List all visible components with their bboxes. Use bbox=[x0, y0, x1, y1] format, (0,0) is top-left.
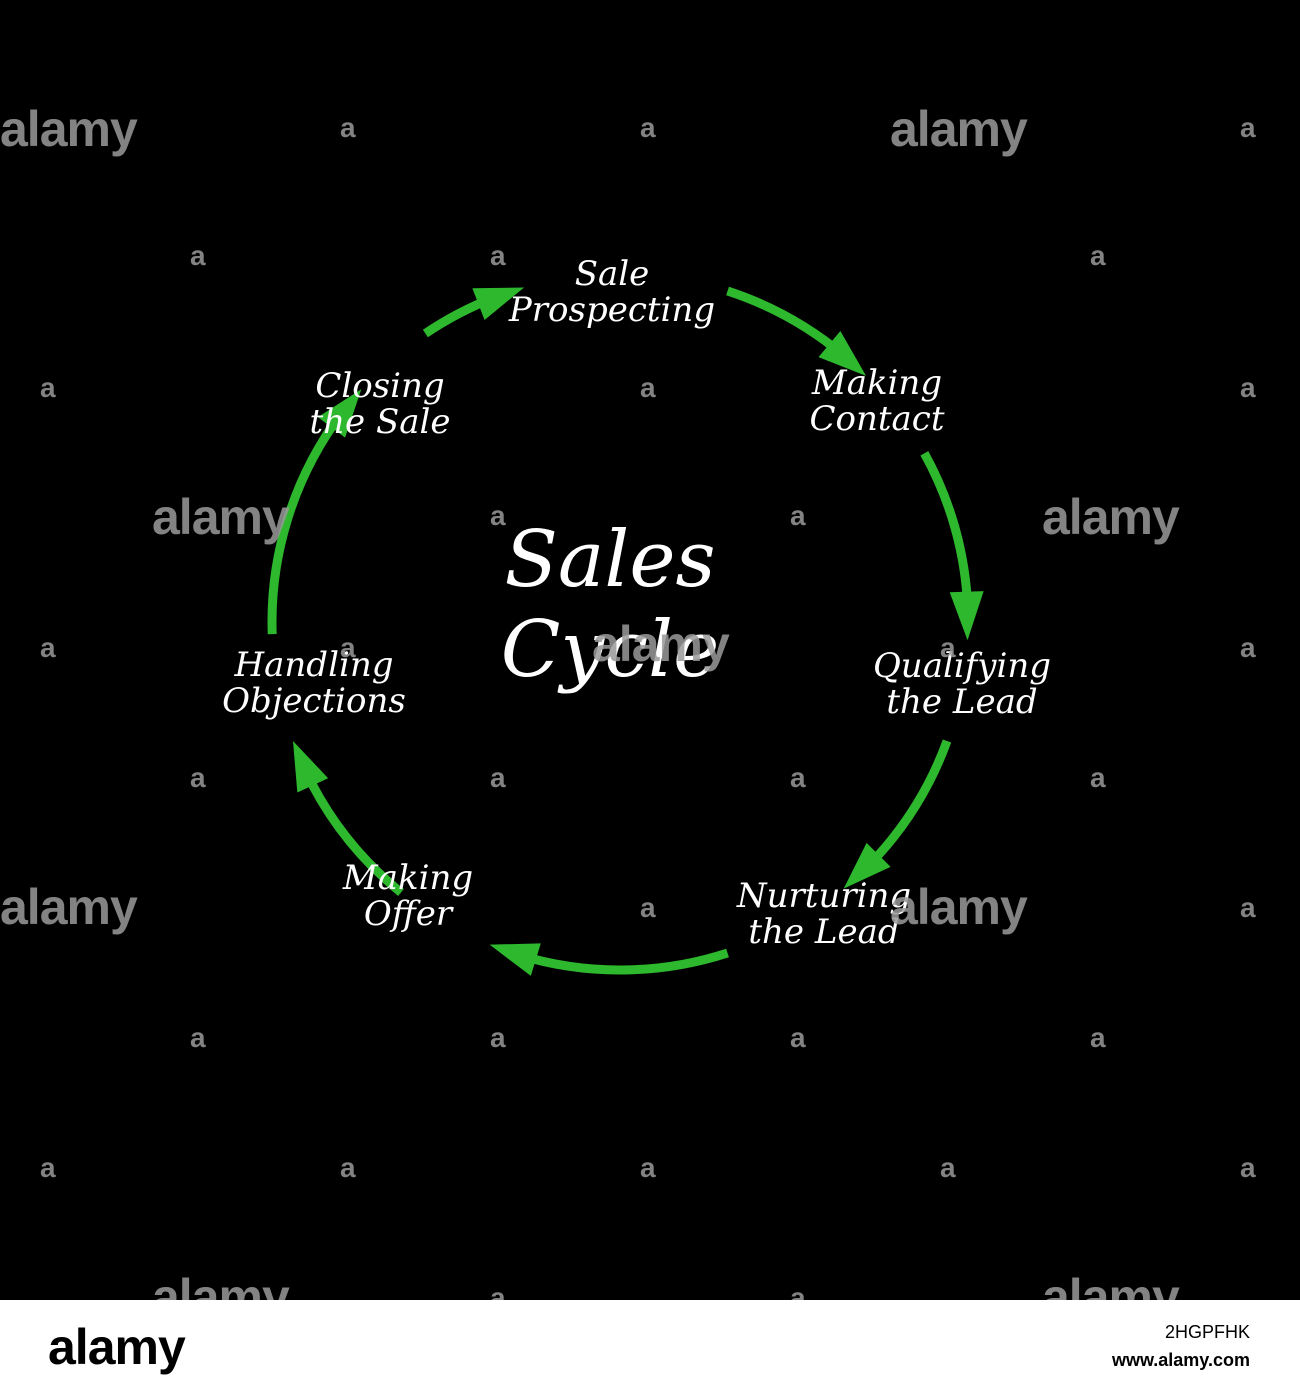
stage-label-line: Objections bbox=[222, 681, 406, 721]
watermark-a-mark: a bbox=[640, 1152, 656, 1183]
arrow-closing-to-prospecting bbox=[422, 287, 525, 338]
watermark-a-mark: a bbox=[1240, 1152, 1256, 1183]
watermark-logo: alamy bbox=[1042, 489, 1180, 545]
watermark-a-mark: a bbox=[640, 892, 656, 923]
stage-label-line: Offer bbox=[363, 894, 453, 934]
watermark-a-mark: a bbox=[1240, 892, 1256, 923]
cycle-arrows bbox=[267, 286, 984, 976]
stage-label-line: Prospecting bbox=[508, 290, 716, 330]
image-id: 2HGPFHK bbox=[1164, 1322, 1250, 1342]
watermark-logo: alamy bbox=[592, 616, 730, 672]
watermark-a-mark: a bbox=[1090, 762, 1106, 793]
watermark-a-mark: a bbox=[790, 500, 806, 531]
stage-nurturing-the-lead: Nurturing the Lead bbox=[737, 878, 911, 950]
arrow-objections-to-closing bbox=[267, 389, 362, 635]
watermark-a-mark: a bbox=[640, 372, 656, 403]
arrow-nurturing-to-offer bbox=[489, 943, 729, 976]
sales-cycle-diagram: Sales Cycle Sale Prospecting Making Cont… bbox=[0, 101, 1256, 1325]
watermark-a-mark: a bbox=[790, 1022, 806, 1053]
watermark-a-mark: a bbox=[340, 1152, 356, 1183]
watermark-logo: alamy bbox=[0, 879, 138, 935]
watermark-a-mark: a bbox=[40, 372, 56, 403]
arrow-qualifying-to-nurturing bbox=[843, 739, 952, 889]
arrow-head bbox=[489, 943, 541, 976]
watermark-a-mark: a bbox=[490, 762, 506, 793]
watermark-a-mark: a bbox=[940, 1152, 956, 1183]
stage-label-line: Qualifying bbox=[872, 646, 1052, 686]
watermark-a-mark: a bbox=[340, 632, 356, 663]
watermark-a-mark: a bbox=[190, 240, 206, 271]
watermark-a-mark: a bbox=[640, 112, 656, 143]
watermark-logo: alamy bbox=[890, 101, 1028, 157]
stage-qualifying-the-lead: Qualifying the Lead bbox=[873, 648, 1051, 720]
stage-label-line: the Sale bbox=[309, 402, 451, 442]
watermark-a-mark: a bbox=[190, 762, 206, 793]
arrow-head bbox=[818, 331, 867, 376]
watermark-a-mark: a bbox=[40, 632, 56, 663]
stage-handling-objections: Handling Objections bbox=[222, 647, 406, 719]
arrow-contact-to-qualifying bbox=[920, 451, 984, 641]
watermark-a-mark: a bbox=[40, 1152, 56, 1183]
stage-label-line: the Lead bbox=[886, 682, 1038, 722]
arrow-shaft bbox=[862, 739, 952, 872]
arrow-head bbox=[317, 389, 362, 438]
site-url: www.alamy.com bbox=[1111, 1350, 1250, 1370]
stage-label-line: Sale bbox=[574, 254, 650, 294]
stage-sale-prospecting: Sale Prospecting bbox=[509, 256, 715, 328]
arrow-shaft bbox=[920, 451, 973, 611]
watermark-a-mark: a bbox=[1240, 632, 1256, 663]
stage-label-line: Making bbox=[342, 858, 474, 898]
watermark-a-mark: a bbox=[490, 500, 506, 531]
watermark-a-mark: a bbox=[940, 632, 956, 663]
watermark-a-mark: a bbox=[790, 762, 806, 793]
arrow-shaft bbox=[516, 948, 729, 975]
watermark-logo: alamy bbox=[152, 489, 290, 545]
stage-label-line: Making bbox=[811, 363, 943, 403]
stage-making-offer: Making Offer bbox=[343, 860, 473, 932]
arrow-shaft bbox=[726, 286, 847, 359]
watermark-a-mark: a bbox=[490, 1022, 506, 1053]
watermark-a-mark: a bbox=[190, 1022, 206, 1053]
watermark-a-mark: a bbox=[1240, 112, 1256, 143]
watermark-a-mark: a bbox=[1090, 1022, 1106, 1053]
arrow-head bbox=[292, 741, 329, 793]
stage-making-contact: Making Contact bbox=[809, 365, 944, 437]
stage-label-line: Contact bbox=[809, 399, 945, 439]
watermark-footer-bar: alamy 2HGPFHK www.alamy.com bbox=[0, 1300, 1300, 1390]
arrow-shaft bbox=[267, 409, 346, 635]
arrow-prospecting-to-contact bbox=[726, 286, 867, 376]
arrow-head bbox=[472, 287, 525, 320]
watermark-a-mark: a bbox=[340, 112, 356, 143]
arrow-head bbox=[949, 591, 984, 641]
stage-label-line: the Lead bbox=[748, 912, 900, 952]
stage-label-line: Nurturing bbox=[736, 876, 912, 916]
center-title: Sales Cycle bbox=[501, 515, 720, 695]
watermark-a-mark: a bbox=[1090, 240, 1106, 271]
stage-label-line: Handling bbox=[234, 645, 394, 685]
arrow-head bbox=[843, 842, 891, 889]
stage-label-line: Closing bbox=[315, 366, 445, 406]
stage-closing-the-sale: Closing the Sale bbox=[309, 368, 450, 440]
watermark-logo: alamy bbox=[890, 879, 1028, 935]
alamy-logo: alamy bbox=[48, 1319, 186, 1375]
watermark-a-mark: a bbox=[490, 240, 506, 271]
center-title-line-1: Sales bbox=[504, 515, 716, 605]
watermark-a-mark: a bbox=[1240, 372, 1256, 403]
arrow-offer-to-objections bbox=[292, 741, 404, 896]
center-title-line-2: Cycle bbox=[500, 605, 720, 695]
watermark-logo: alamy bbox=[0, 101, 138, 157]
